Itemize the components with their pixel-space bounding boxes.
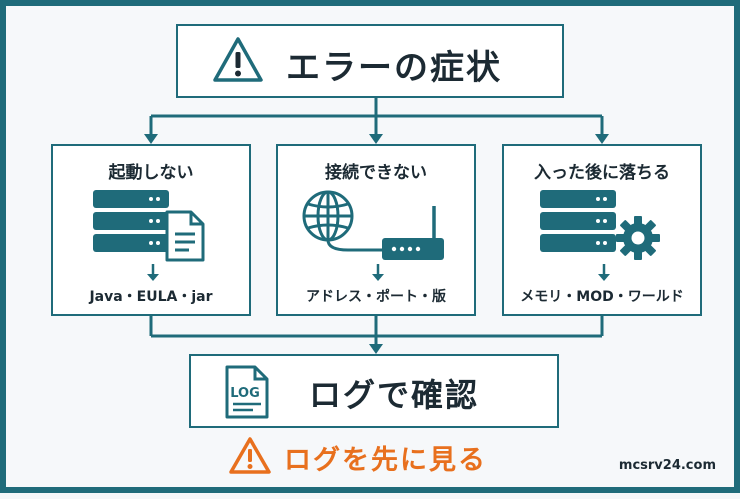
card-causes: アドレス・ポート・版 [306, 289, 446, 305]
card-startup-failure: 起動しない Java・EULA・jar [51, 144, 251, 316]
card-connection-failure: 接続できない アドレス・ポート・版 [276, 144, 476, 316]
server-gear-icon [540, 190, 660, 260]
card-crash-after-join: 入った後に落ちる [502, 144, 702, 316]
server-document-icon [93, 190, 205, 262]
arrow-head [595, 134, 609, 144]
globe-router-icon [302, 190, 444, 260]
card-causes: メモリ・MOD・ワールド [520, 289, 684, 305]
symptom-title-box: エラーの症状 [176, 24, 564, 98]
check-log-box: LOG ログで確認 [189, 354, 559, 428]
card-title: 入った後に落ちる [534, 163, 670, 183]
arrow-down-icon [147, 264, 159, 281]
warning-triangle-icon [213, 37, 263, 82]
card-title: 接続できない [325, 163, 427, 183]
arrow-head [369, 134, 383, 144]
warning-triangle-icon [229, 437, 271, 474]
flow-connectors [144, 98, 609, 354]
arrow-down-icon [372, 264, 384, 281]
check-log-title: ログで確認 [309, 376, 480, 414]
log-icon-text: LOG [230, 386, 260, 401]
card-causes: Java・EULA・jar [89, 289, 213, 305]
arrow-head [369, 344, 383, 354]
arrow-head [144, 134, 158, 144]
symptom-title: エラーの症状 [286, 48, 502, 88]
arrow-down-icon [598, 264, 610, 281]
log-file-icon: LOG [225, 365, 269, 419]
site-url: mcsrv24.com [618, 458, 716, 473]
card-title: 起動しない [108, 163, 194, 183]
warning-message: ログを先に見る [284, 445, 487, 476]
